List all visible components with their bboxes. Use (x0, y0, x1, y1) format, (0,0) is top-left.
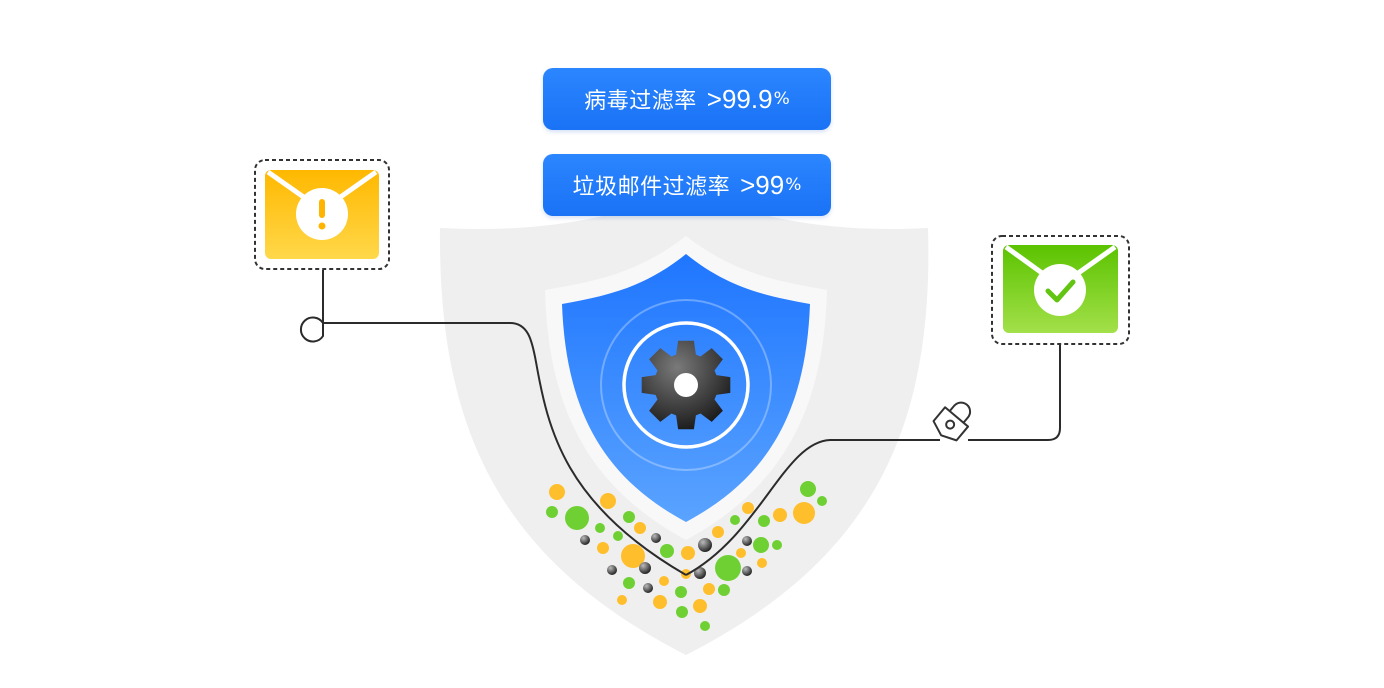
particle-dot (753, 537, 769, 553)
virus-filter-label: 病毒过滤率 (584, 89, 697, 114)
particle-dot (703, 583, 715, 595)
particle-dot (793, 502, 815, 524)
particle-dot (773, 508, 787, 522)
particle-dot (758, 515, 770, 527)
particle-dot (757, 558, 767, 568)
particle-dot (694, 567, 706, 579)
particle-dot (742, 566, 752, 576)
filter-particles (546, 481, 827, 631)
virus-filter-value: >99.9 (706, 83, 773, 114)
particle-dot (595, 523, 605, 533)
particle-dot (712, 526, 724, 538)
warning-mail (254, 159, 390, 270)
particle-dot (715, 555, 741, 581)
shield-inner-ring (622, 321, 750, 449)
particle-dot (634, 522, 646, 534)
particle-dot (565, 506, 589, 530)
particle-dot (600, 493, 616, 509)
particle-dot (546, 506, 558, 518)
particle-dot (597, 542, 609, 554)
particle-dot (675, 586, 687, 598)
particle-dot (580, 535, 590, 545)
lock-icon (932, 401, 972, 442)
particle-dot (643, 583, 653, 593)
particle-dot (698, 538, 712, 552)
warning-mail-icon (265, 169, 379, 259)
virus-filter-unit: % (773, 89, 790, 109)
particle-dot (639, 562, 651, 574)
incoming-mail-path (299, 270, 687, 576)
gear-icon (641, 340, 731, 430)
particle-dot (742, 536, 752, 546)
spam-filter-label: 垃圾邮件过滤率 (572, 175, 731, 200)
particle-dot (736, 548, 746, 558)
shield-outer-ring (600, 299, 772, 471)
particle-dot (613, 531, 623, 541)
particle-dot (730, 515, 740, 525)
particle-dot (718, 584, 730, 596)
particle-dot (621, 544, 645, 568)
virus-filter-rate-badge: 病毒过滤率 >99.9 % (543, 68, 831, 130)
particle-dot (742, 502, 754, 514)
spam-filter-rate-badge: 垃圾邮件过滤率 >99 % (543, 154, 831, 216)
particle-dot (817, 496, 827, 506)
particle-dot (676, 606, 688, 618)
spam-filter-unit: % (785, 175, 802, 195)
safe-mail (991, 235, 1130, 345)
particle-dot (700, 621, 710, 631)
particle-dot (653, 595, 667, 609)
spam-filter-value: >99 (740, 169, 785, 200)
particle-dot (681, 546, 695, 560)
particle-dot (623, 511, 635, 523)
particle-dot (800, 481, 816, 497)
particle-dot (660, 544, 674, 558)
outgoing-mail-path (685, 345, 1061, 576)
particle-dot (659, 576, 669, 586)
particle-dot (693, 599, 707, 613)
particle-dot (607, 565, 617, 575)
particle-dot (651, 533, 661, 543)
particle-dot (772, 540, 782, 550)
safe-mail-icon (1003, 244, 1118, 333)
particle-dot (549, 484, 565, 500)
particle-dot (617, 595, 627, 605)
particle-dot (623, 577, 635, 589)
